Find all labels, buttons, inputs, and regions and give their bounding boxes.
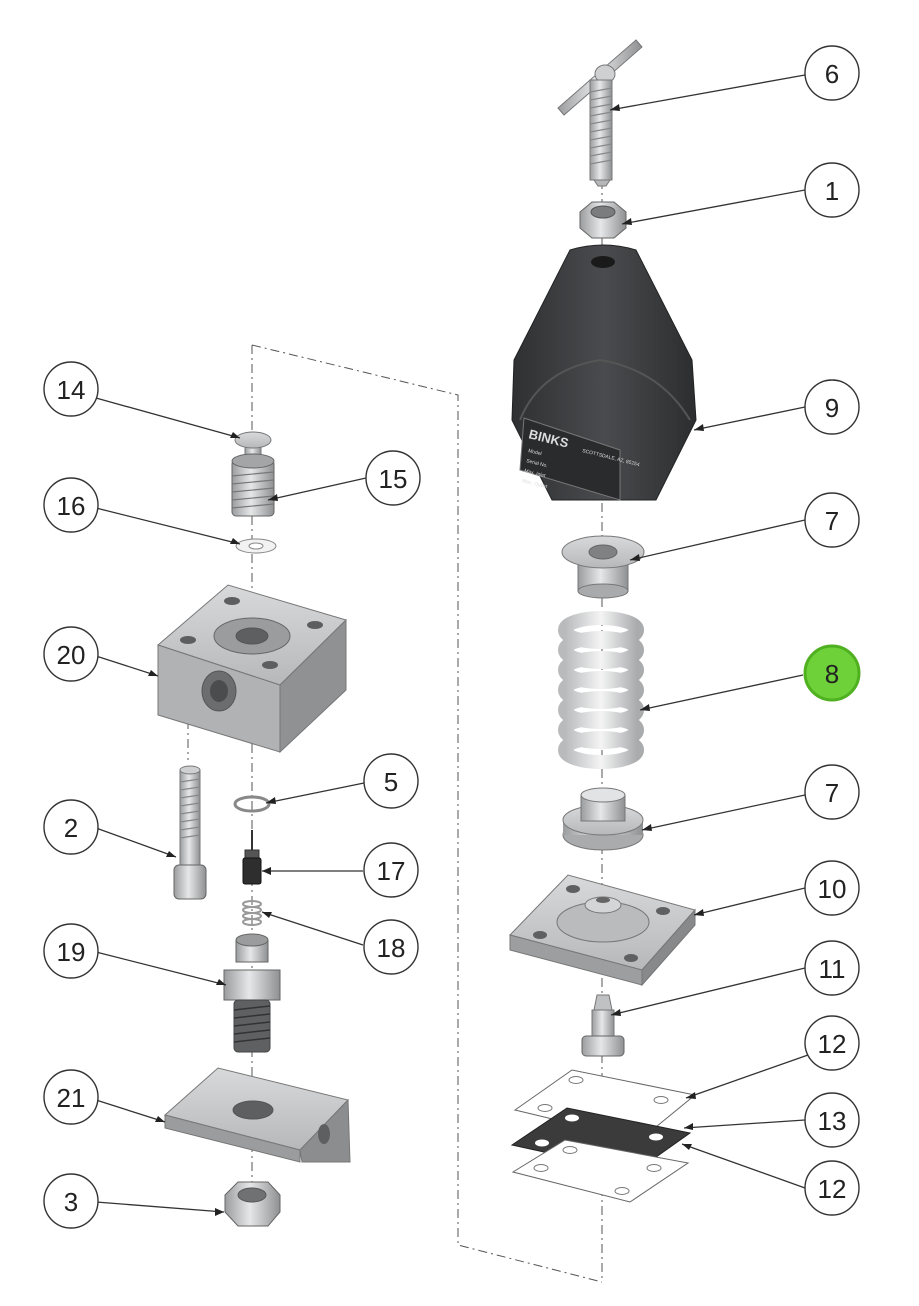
callout-c11: 11 (804, 940, 860, 996)
callout-c2: 2 (43, 799, 99, 855)
callout-number: 10 (818, 874, 847, 904)
valve-stem (581, 994, 625, 1057)
callout-c19: 19 (43, 923, 99, 979)
callout-circle (804, 1015, 860, 1071)
callout-circle (804, 379, 860, 435)
callout-circle (804, 1160, 860, 1216)
nameplate-field-serial: Serial No. (526, 458, 549, 469)
callout-c3: 3 (43, 1173, 99, 1229)
callout-number: 14 (57, 375, 86, 405)
callout-circle (363, 919, 419, 975)
callout-number: 12 (818, 1174, 847, 1204)
valve-pin (242, 830, 262, 885)
regulator-body-block (157, 584, 347, 754)
callout-number: 21 (57, 1083, 86, 1113)
cap-button (234, 431, 272, 456)
callout-c21: 21 (43, 1069, 99, 1125)
o-ring (233, 795, 271, 813)
callout-circle (804, 940, 860, 996)
nameplate-field-model: Model (528, 448, 543, 457)
callout-number: 17 (377, 856, 406, 886)
callout-circle (43, 799, 99, 855)
callout-number: 5 (384, 767, 398, 797)
callout-circle (804, 764, 860, 820)
callout-circle (365, 450, 421, 506)
callout-circle (363, 753, 419, 809)
callout-circle (43, 361, 99, 417)
callout-number: 3 (64, 1187, 78, 1217)
callout-number: 13 (818, 1106, 847, 1136)
callout-circle (43, 1173, 99, 1229)
callout-c18: 18 (363, 919, 419, 975)
callout-number: 16 (57, 491, 86, 521)
nameplate-field-inlet: Max. Inlet (524, 468, 547, 479)
callout-circle (43, 626, 99, 682)
callout-circle (804, 45, 860, 101)
callout-c16: 16 (43, 477, 99, 533)
t-handle-screw (557, 39, 643, 187)
callout-c1: 1 (804, 162, 860, 218)
callout-c17: 17 (363, 842, 419, 898)
cap-screw (173, 765, 207, 900)
callout-c8: 8 (803, 644, 861, 702)
spring-seat-upper (561, 535, 645, 599)
regulator-housing: BINKS SCOTTSDALE, AZ, 85254 Model Serial… (511, 244, 697, 501)
callout-c15: 15 (365, 450, 421, 506)
callout-circle (803, 644, 861, 702)
callout-number: 1 (825, 176, 839, 206)
callout-number: 20 (57, 640, 86, 670)
callout-c12a: 12 (804, 1015, 860, 1071)
callout-number: 7 (825, 506, 839, 536)
callout-circle (804, 162, 860, 218)
callout-c7b: 7 (804, 764, 860, 820)
callout-circle (363, 842, 419, 898)
hex-nut-top (579, 201, 627, 239)
callout-circle (43, 477, 99, 533)
leader-arrowheads (148, 104, 704, 1216)
callout-number: 19 (57, 937, 86, 967)
callout-number: 15 (379, 464, 408, 494)
small-spring (242, 900, 262, 926)
callout-c6: 6 (804, 45, 860, 101)
callout-c5: 5 (363, 753, 419, 809)
callout-number: 18 (377, 933, 406, 963)
diaphragm-lower (511, 1139, 690, 1203)
callout-circle (43, 1069, 99, 1125)
callout-number: 11 (819, 954, 846, 984)
spring-seat-lower (562, 787, 644, 851)
callout-circle (43, 923, 99, 979)
washer-small (235, 538, 277, 554)
callout-c14: 14 (43, 361, 99, 417)
hex-nut-bottom (224, 1181, 281, 1227)
leader-lines (95, 74, 809, 1213)
callout-number: 2 (64, 813, 78, 843)
callout-number: 9 (825, 393, 839, 423)
callout-number: 8 (825, 659, 839, 689)
callout-number: 7 (825, 778, 839, 808)
callout-c12b: 12 (804, 1160, 860, 1216)
callout-circle (804, 860, 860, 916)
callout-number: 12 (818, 1029, 847, 1059)
inlet-fitting (223, 933, 281, 1053)
threaded-insert (231, 453, 275, 517)
callout-c13: 13 (804, 1092, 860, 1148)
callout-c10: 10 (804, 860, 860, 916)
callout-c9: 9 (804, 379, 860, 435)
callout-c7a: 7 (804, 492, 860, 548)
mounting-bracket (163, 1067, 351, 1163)
callout-number: 6 (825, 59, 839, 89)
diaphragm-plate (509, 874, 696, 987)
callout-c20: 20 (43, 626, 99, 682)
callout-circle (804, 492, 860, 548)
callout-circle (804, 1092, 860, 1148)
compression-spring (558, 611, 644, 769)
